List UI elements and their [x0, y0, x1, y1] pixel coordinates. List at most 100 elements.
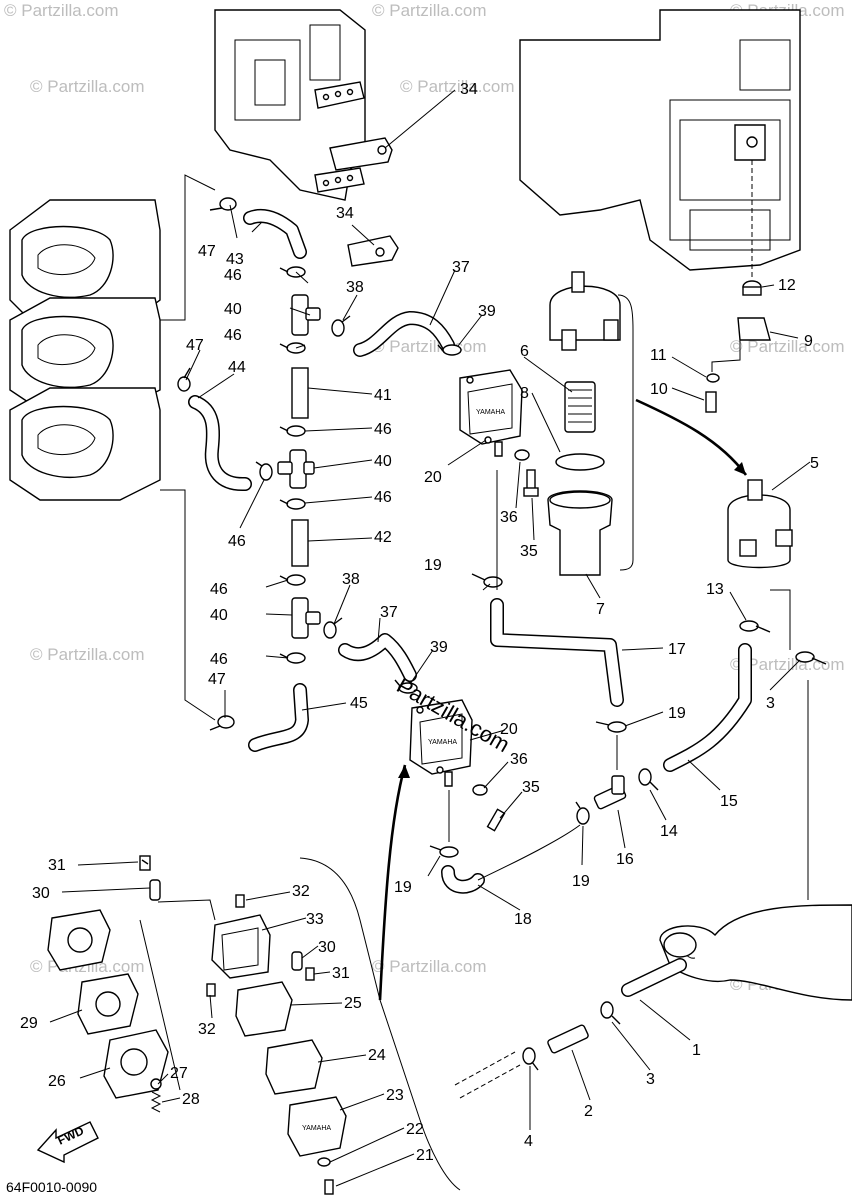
callout-6: 6: [520, 343, 529, 360]
callout-27: 27: [170, 1065, 188, 1082]
callout-1: 1: [692, 1042, 701, 1059]
carburetor-middle: [9, 297, 161, 411]
hose-37-upper: [353, 311, 455, 357]
callout-28: 28: [182, 1091, 200, 1108]
hose-41: [291, 367, 309, 419]
callout-23: 23: [386, 1087, 404, 1104]
clip-38: [331, 315, 351, 337]
callout-47: 47: [198, 243, 216, 260]
bolt-35-lower: [486, 808, 506, 832]
callout-19: 19: [424, 557, 442, 574]
callout-46: 46: [210, 651, 228, 668]
line-30: [157, 899, 216, 921]
callout-2: 2: [584, 1103, 593, 1120]
arrow-head: [734, 462, 746, 475]
fuel-filter-5: [727, 479, 793, 569]
arrow-to-filter-5: [635, 398, 748, 476]
intake-manifold: [214, 9, 366, 201]
nut-12: [742, 280, 762, 296]
clip-47: [209, 197, 237, 211]
fitting-30: [149, 879, 161, 901]
callout-38: 38: [342, 571, 360, 588]
diaphragm-24: [265, 1039, 323, 1095]
watermarks: © Partzilla.com © Partzilla.com © Partzi…: [4, 1, 845, 994]
callout-10: 10: [650, 381, 668, 398]
watermark: © Partzilla.com: [30, 77, 145, 96]
valve-27: [150, 1078, 162, 1090]
line-47-top: [160, 174, 216, 321]
clip-39: [437, 344, 462, 356]
callout-45: 45: [350, 695, 368, 712]
connector-2: [547, 1024, 589, 1054]
screw-31-b: [305, 967, 315, 981]
washer-36-lower: [472, 784, 488, 796]
callout-3: 3: [646, 1071, 655, 1088]
clip-14: [638, 768, 659, 791]
clip-4: [522, 1047, 539, 1071]
callout-35: 35: [522, 779, 540, 796]
hose-clips: [177, 197, 827, 1071]
leader-lines: [49, 89, 811, 1187]
callout-22: 22: [406, 1121, 424, 1138]
callout-46: 46: [228, 533, 246, 550]
callout-19: 19: [572, 873, 590, 890]
filter-group-bracket: [617, 294, 634, 571]
hose-17: [490, 598, 624, 707]
tee-fitting-40-middle: [277, 449, 315, 489]
watermark: © Partzilla.com: [400, 77, 515, 96]
screw-32-b: [206, 983, 216, 997]
fitting-30-b: [291, 951, 303, 971]
callout-29: 29: [20, 1015, 38, 1032]
clip-39: [394, 679, 418, 694]
gasket-25: [235, 981, 293, 1037]
tee-fitting-40-upper: [291, 294, 321, 336]
callout-47: 47: [208, 671, 226, 688]
watermark: © Partzilla.com: [372, 337, 487, 356]
callout-43: 43: [226, 251, 244, 268]
filter-cup-7: [547, 490, 613, 576]
clip-3: [600, 1001, 621, 1025]
figure-code: 64F0010-0090: [6, 1179, 97, 1195]
callout-46: 46: [224, 267, 242, 284]
callout-32: 32: [292, 883, 310, 900]
clip-47: [209, 715, 235, 731]
callout-21: 21: [416, 1147, 434, 1164]
cylinder-block: [519, 9, 801, 271]
clip-46: [279, 342, 306, 354]
hose-44: [188, 395, 252, 491]
watermark: © Partzilla.com: [372, 957, 487, 976]
watermark: © Partzilla.com: [730, 337, 845, 356]
callout-7: 7: [596, 601, 605, 618]
callout-9: 9: [804, 333, 813, 350]
callout-30: 30: [32, 885, 50, 902]
bottom-cowling: [659, 904, 852, 1001]
callout-11: 11: [650, 347, 667, 364]
clip-47: [177, 367, 191, 392]
clip-46: [279, 425, 306, 437]
callout-39: 39: [478, 303, 496, 320]
clip-19: [575, 801, 590, 825]
line-26: [139, 919, 181, 1091]
pump-brand-label: YAMAHA: [302, 1125, 331, 1132]
callout-31: 31: [48, 857, 66, 874]
callout-4: 4: [524, 1133, 533, 1150]
callout-40: 40: [224, 301, 242, 318]
screw-21: [324, 1179, 334, 1195]
callout-19: 19: [394, 879, 412, 896]
pump-brand-label: YAMAHA: [428, 739, 457, 746]
callout-46: 46: [374, 489, 392, 506]
screw-32: [235, 894, 245, 908]
tee-fitting-40-lower: [291, 597, 321, 639]
callout-46: 46: [374, 421, 392, 438]
callout-25: 25: [344, 995, 362, 1012]
hose-42: [291, 519, 309, 567]
clip-3: [795, 651, 827, 665]
pump-cover-33: [211, 914, 271, 979]
o-ring-8: [555, 453, 605, 471]
callout-15: 15: [720, 793, 738, 810]
callout-46: 46: [224, 327, 242, 344]
callout-39: 39: [430, 639, 448, 656]
screw-31: [139, 855, 151, 871]
callout-36: 36: [510, 751, 528, 768]
gasket-29: [47, 909, 111, 971]
